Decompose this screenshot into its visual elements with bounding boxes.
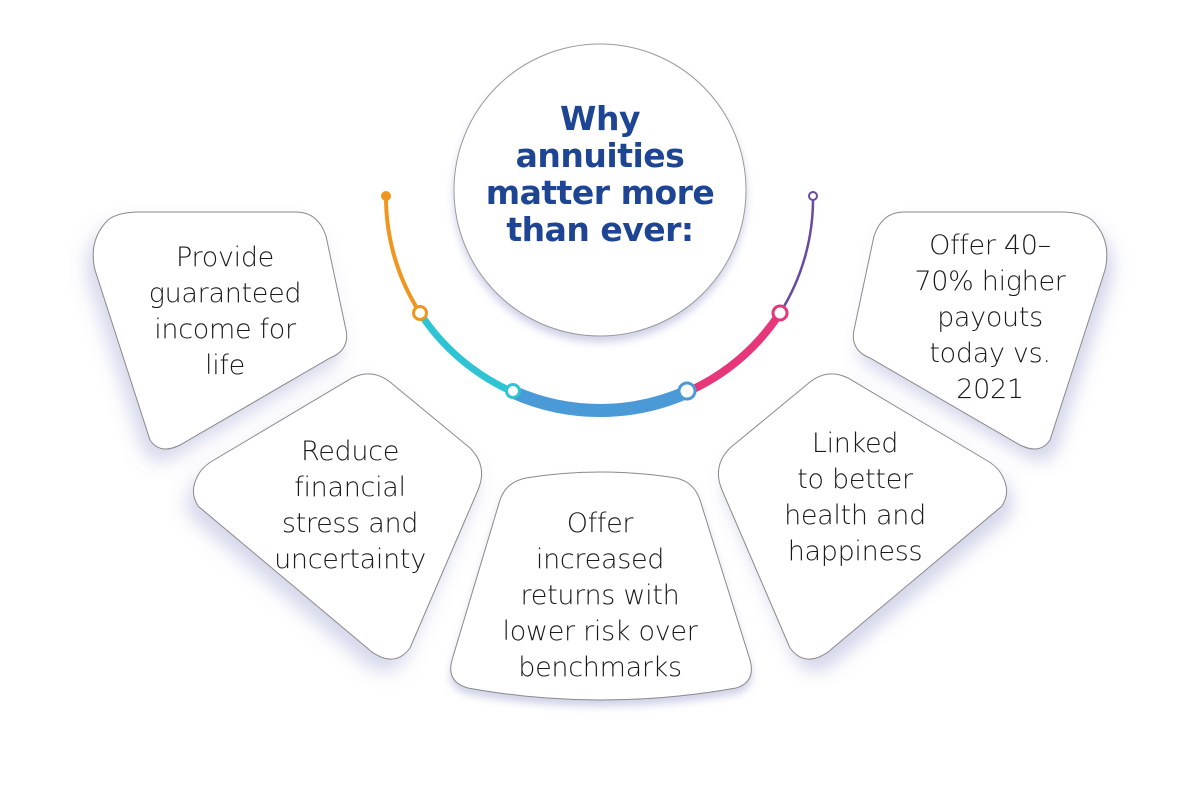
card-line: Offer bbox=[566, 508, 634, 539]
benefit-card-4-shape bbox=[717, 373, 1007, 660]
card-line: Offer 40– bbox=[929, 230, 1051, 261]
card-line: stress and bbox=[281, 508, 419, 539]
arc-segment-blue bbox=[510, 386, 690, 417]
card-line: benchmarks bbox=[518, 652, 682, 683]
card-line: to better bbox=[797, 464, 913, 495]
title-line-1: Why bbox=[560, 99, 640, 138]
arc-node-orange bbox=[412, 305, 428, 321]
card-line: Linked bbox=[811, 428, 899, 459]
title-line-2: annuities bbox=[515, 136, 685, 175]
card-line: uncertainty bbox=[274, 544, 426, 575]
card-line: payouts bbox=[937, 302, 1043, 333]
title-circle bbox=[453, 43, 747, 337]
arc-segment-cyan bbox=[417, 311, 515, 396]
benefit-card-2-shape bbox=[193, 373, 483, 660]
card-line: 2021 bbox=[956, 374, 1024, 405]
card-line: Reduce bbox=[300, 436, 400, 467]
arc-node-blue bbox=[677, 381, 697, 401]
card-line: health and bbox=[784, 500, 926, 531]
arc-segment-pink bbox=[685, 310, 784, 396]
card-line: increased bbox=[535, 544, 665, 575]
card-line: lower risk over bbox=[502, 616, 698, 647]
benefit-card-1-shape bbox=[92, 211, 348, 450]
card-line: life bbox=[205, 350, 245, 381]
title-line-4: than ever: bbox=[506, 210, 694, 249]
arc-node-start-dot bbox=[381, 191, 391, 201]
benefit-card-5: Offer 40– 70% higher payouts today vs. 2… bbox=[880, 228, 1100, 408]
title-line-3: matter more bbox=[485, 173, 715, 212]
card-line: today vs. bbox=[929, 338, 1051, 369]
arc-segment-orange bbox=[383, 195, 422, 315]
benefit-card-1: Provide guaranteed income for life bbox=[120, 240, 330, 384]
card-line: returns with bbox=[520, 580, 680, 611]
card-line: happiness bbox=[787, 536, 923, 567]
card-line: 70% higher bbox=[914, 266, 1066, 297]
benefit-card-5-shape bbox=[852, 211, 1108, 450]
arc-node-pink bbox=[771, 304, 789, 322]
benefit-card-2: Reduce financial stress and uncertainty bbox=[240, 434, 460, 578]
card-line: income for bbox=[154, 314, 296, 345]
arc-segment-purple bbox=[778, 195, 815, 314]
arc-node-end-dot bbox=[808, 191, 818, 201]
arc-node-cyan bbox=[505, 383, 521, 399]
benefit-card-4: Linked to better health and happiness bbox=[745, 426, 965, 570]
card-line: financial bbox=[294, 472, 406, 503]
card-line: Provide bbox=[176, 242, 274, 273]
connector-arc bbox=[383, 195, 815, 417]
card-line: guaranteed bbox=[148, 278, 302, 309]
diagram-title: Why annuities matter more than ever: bbox=[470, 100, 730, 248]
benefit-card-3-shape bbox=[450, 471, 752, 701]
benefit-card-3: Offer increased returns with lower risk … bbox=[480, 506, 720, 686]
